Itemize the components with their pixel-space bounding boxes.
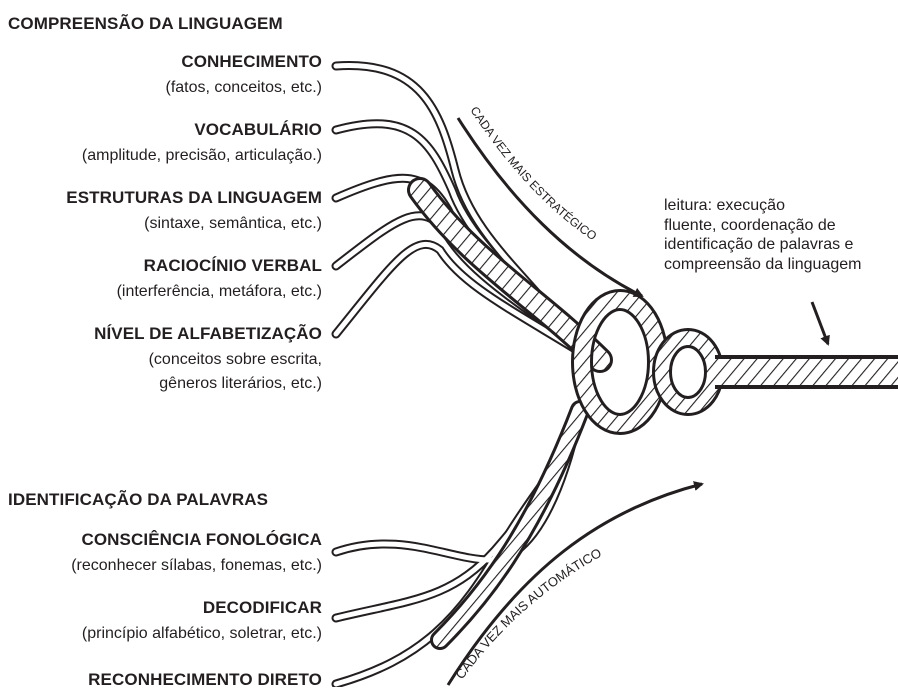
outcome-line-3: identificação de palavras e [664,235,861,255]
strategic-label: CADA VEZ MAIS ESTRATÉGICO [468,104,600,243]
outcome-line-1: leitura: execução [664,196,861,216]
outcome-description: leitura: execução fluente, coordenação d… [664,196,861,274]
outcome-pointer-arrow [812,302,828,344]
lower-strands [336,420,578,684]
outcome-line-4: compreensão da linguagem [664,255,861,275]
outcome-line-2: fluente, coordenação de [664,216,861,236]
